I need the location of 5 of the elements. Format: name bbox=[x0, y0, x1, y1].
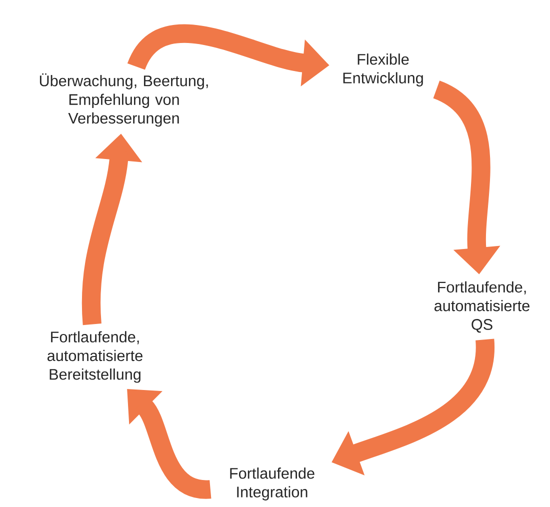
stage-label: Fortlaufende, automatisierte QS bbox=[434, 281, 530, 333]
stage-label: Überwachung, Beertung, Empfehlung von Verbesserungen bbox=[40, 73, 208, 127]
stage-label: Fortlaufende Integration bbox=[230, 468, 314, 500]
stage-label: Flexible Entwicklung bbox=[343, 54, 423, 86]
stage-label: Fortlaufende, automatisierte Bereitstellung bbox=[48, 331, 142, 383]
